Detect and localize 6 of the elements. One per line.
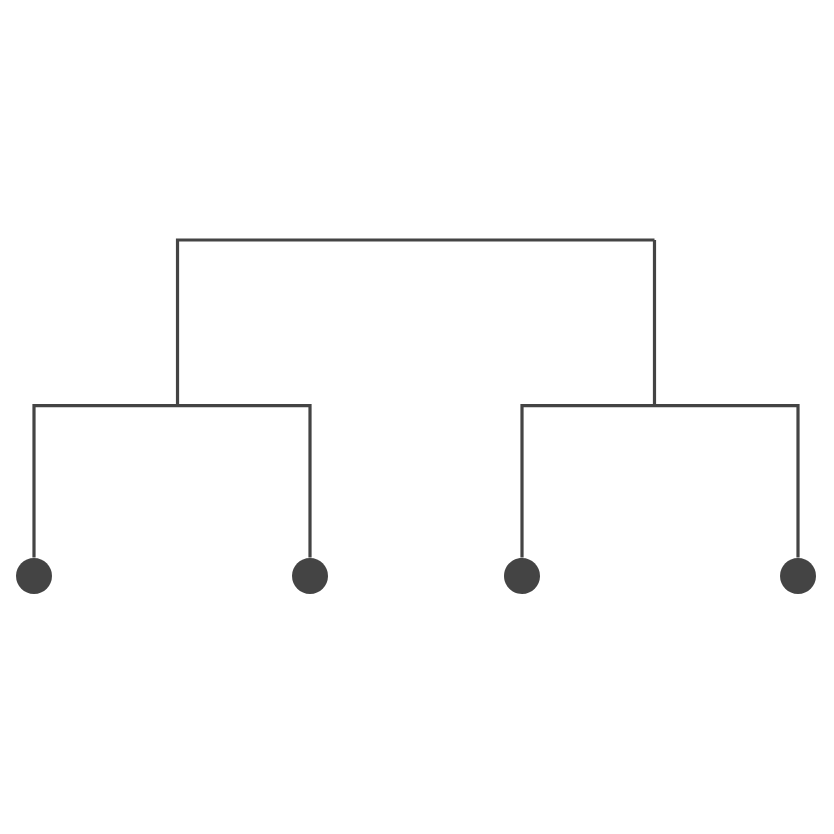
leaf-dot bbox=[292, 558, 328, 594]
leaf-dot bbox=[504, 558, 540, 594]
leaf-dot bbox=[16, 558, 52, 594]
leaf-dot bbox=[780, 558, 816, 594]
dendrogram-bracket bbox=[520, 404, 800, 558]
dendrogram-bracket bbox=[32, 404, 312, 558]
